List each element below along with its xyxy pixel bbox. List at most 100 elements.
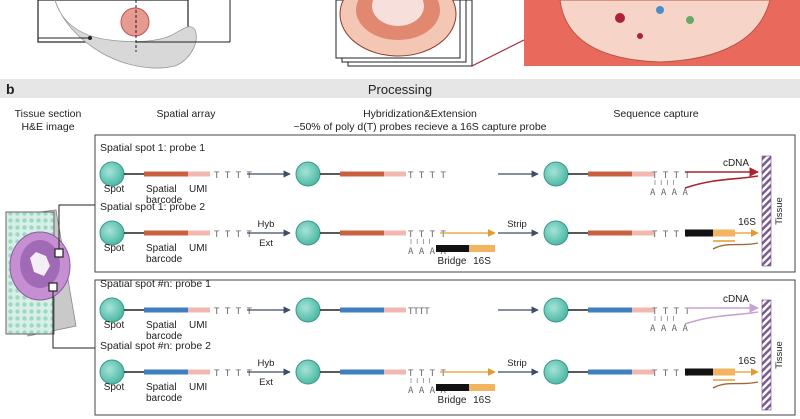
row-3-cap-polyA: A A A A [650, 324, 689, 334]
row-3-hyb-spot-bead [295, 297, 321, 323]
row-1-cap-barcode-segment [588, 171, 632, 177]
tissue-section-slide [5, 204, 95, 349]
row-3-hyb-barcode-segment [340, 307, 384, 313]
row-3-cdna-strand [684, 311, 759, 325]
row-4-cap-spot-bead [543, 359, 569, 385]
row-3-array-umi-segment [188, 307, 210, 313]
row-2-hyb-label: Hyb [258, 219, 275, 230]
row-1-cap-spot-bead [543, 161, 569, 187]
col-header-tissue-2: H&E image [21, 121, 74, 133]
spot-1-marker [54, 248, 64, 258]
row-4-16s-label: 16S [473, 395, 491, 406]
row-4-cap-genomic-strand [712, 381, 759, 389]
tissue-slice-stack-icon [335, 0, 473, 67]
row-4-ext-label: Ext [259, 377, 273, 388]
row-2-bridge-label: Bridge [438, 256, 467, 267]
row-1-barcode-label: barcode [146, 195, 183, 206]
row-2-bridge-segment [436, 245, 469, 252]
row-1-cap-polyT: T T T T [652, 171, 691, 181]
row-2-array-umi-segment [188, 230, 210, 236]
col-header-hyb-1: Hybridization&Extension [363, 108, 477, 120]
panel-a-top-remnant [37, 0, 800, 69]
row-1-hyb-spot-bead [295, 161, 321, 187]
row-4-16s-segment [469, 384, 495, 391]
row-3-barcode-label: barcode [146, 331, 183, 342]
row-2-cap-barcode-segment [588, 230, 632, 236]
row-3-cap-barcode-segment [588, 307, 632, 313]
row-4-bridge-segment [436, 384, 469, 391]
row-4-hyb-label: Hyb [258, 358, 275, 369]
row-4-spot-label: Spot [104, 382, 125, 393]
row-4-strip-label: Strip [507, 358, 527, 369]
tissue-bar-spot-n [761, 299, 772, 411]
row-4-spatial-label: Spatial [146, 382, 177, 393]
tissue-label-spot-1: Tissue [774, 197, 785, 225]
row-1-hyb-polyT: T T T T [408, 171, 447, 181]
row-2-hyb-polyT: T T T T [408, 230, 447, 240]
processing-header-bar [0, 79, 800, 98]
row-2-ext-label: Ext [259, 238, 273, 249]
row-2-cap-polyT: T T T T [652, 230, 691, 240]
row-4-cap-16s-label: 16S [738, 356, 756, 367]
row-2-cap-genomic-strand [712, 242, 759, 250]
row-3-array-polyT: T T T T [214, 307, 253, 317]
row-1-title: Spatial spot 1: probe 1 [100, 142, 205, 154]
row-3-cap-spot-bead [543, 297, 569, 323]
row-3-cdna-label: cDNA [723, 294, 749, 305]
row-2-cap-spot-bead [543, 220, 569, 246]
row-2-16s-label: 16S [473, 256, 491, 267]
row-3-umi-label: UMI [189, 320, 207, 331]
row-1-cap-polyA: A A A A [650, 188, 689, 198]
row-4-array-umi-segment [188, 369, 210, 375]
row-2-16s-segment [469, 245, 495, 252]
row-3-spatial-label: Spatial [146, 320, 177, 331]
row-3-hyb-polyT: TTTT [408, 307, 430, 317]
row-4-cap-polyT: T T T T [652, 369, 691, 379]
row-3-cap-umi-segment [632, 307, 654, 313]
row-2-array-barcode-segment [144, 230, 188, 236]
row-4-array-polyT: T T T T [214, 369, 253, 379]
row-2-array-polyT: T T T T [214, 230, 253, 240]
row-4-cap-umi-segment [632, 369, 654, 375]
row-1-spot-label: Spot [104, 184, 125, 195]
row-3-array-barcode-segment [144, 307, 188, 313]
intestinal-epithelium-icon [524, 0, 800, 66]
intestine-icon [120, 7, 150, 37]
row-2-cap-bridge-segment [685, 229, 713, 237]
row-1-cdna-label: cDNA [723, 158, 749, 169]
row-2-cap-umi-segment [632, 230, 654, 236]
row-4-hyb-spot-bead [295, 359, 321, 385]
row-4-hyb-umi-segment [384, 369, 406, 375]
row-3-array-spot-bead [99, 297, 125, 323]
row-2-hyb-umi-segment [384, 230, 406, 236]
row-4-hyb-barcode-segment [340, 369, 384, 375]
row-2-cap-16s-label: 16S [738, 217, 756, 228]
row-4-array-barcode-segment [144, 369, 188, 375]
row-4-hyb-polyA: A A A A [408, 386, 447, 396]
row-1-array-spot-bead [99, 161, 125, 187]
row-2-hyb-barcode-segment [340, 230, 384, 236]
row-2-hyb-spot-bead [295, 220, 321, 246]
row-4-title: Spatial spot #n: probe 2 [100, 340, 211, 352]
row-1-cap-umi-segment [632, 171, 654, 177]
row-1-array-umi-segment [188, 171, 210, 177]
processing-header: Processing [368, 82, 432, 97]
row-2-spot-label: Spot [104, 243, 125, 254]
row-4-hyb-polyT: T T T T [408, 369, 447, 379]
row-1-hyb-barcode-segment [340, 171, 384, 177]
row-2-hyb-polyA: A A A A [408, 247, 447, 257]
mouse-icon [54, 0, 197, 69]
row-4-cap-bridge-segment [685, 368, 713, 376]
row-1-array-polyT: T T T T [214, 171, 253, 181]
row-4-cap-16s-segment [713, 368, 735, 376]
row-2-spatial-label: Spatial [146, 243, 177, 254]
col-header-capture: Sequence capture [613, 108, 698, 120]
row-2-cap-16s-segment [713, 229, 735, 237]
row-2-barcode-label: barcode [146, 254, 183, 265]
row-1-spatial-label: Spatial [146, 184, 177, 195]
col-header-array: Spatial array [157, 108, 217, 120]
row-4-array-spot-bead [99, 359, 125, 385]
row-2-array-spot-bead [99, 220, 125, 246]
row-3-spot-label: Spot [104, 320, 125, 331]
